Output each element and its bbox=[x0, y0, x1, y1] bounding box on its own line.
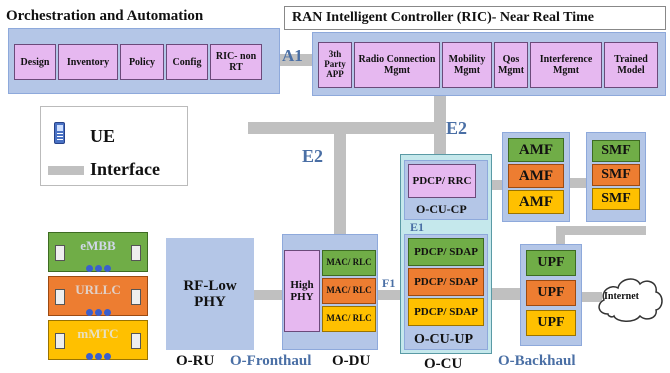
interface-label-f1: F1 bbox=[382, 276, 396, 290]
slice-embb[interactable]: eMBB bbox=[48, 232, 148, 272]
pdcp-sdap-green[interactable]: PDCP/ SDAP bbox=[408, 238, 484, 266]
ric-item-qos[interactable]: Qos Mgmt bbox=[494, 42, 528, 88]
interface-label-e1: E1 bbox=[410, 220, 425, 234]
interface-label-e2-left: E2 bbox=[302, 146, 324, 166]
ue-dots bbox=[49, 347, 147, 365]
label-o-cu-cp: O-CU-CP bbox=[416, 202, 467, 216]
amf-orange[interactable]: AMF bbox=[508, 164, 564, 188]
slice-embb-label: eMBB bbox=[80, 238, 116, 253]
link-ru-du bbox=[254, 290, 284, 300]
link-upf-internet bbox=[582, 292, 602, 302]
orchestration-title: Orchestration and Automation bbox=[6, 8, 204, 24]
legend-interface-swatch bbox=[48, 166, 84, 175]
amf-green[interactable]: AMF bbox=[508, 138, 564, 162]
rf-low-phy-box[interactable]: RF-Low PHY bbox=[166, 238, 254, 350]
label-o-fronthaul: O-Fronthaul bbox=[230, 353, 312, 369]
label-o-du: O-DU bbox=[332, 353, 371, 369]
slice-mmtc[interactable]: mMTC bbox=[48, 320, 148, 360]
smf-yellow[interactable]: SMF bbox=[592, 188, 640, 210]
link-e2-down bbox=[334, 128, 346, 236]
label-o-backhaul: O-Backhaul bbox=[498, 353, 576, 369]
link-smf-upf bbox=[556, 226, 646, 235]
ric-item-radio-connection[interactable]: Radio Connection Mgmt bbox=[354, 42, 440, 88]
link-cp-amf bbox=[488, 180, 502, 190]
ric-item-trained-model[interactable]: Trained Model bbox=[604, 42, 658, 88]
upf-green[interactable]: UPF bbox=[526, 250, 576, 276]
high-phy-box[interactable]: High PHY bbox=[284, 250, 320, 332]
label-o-ru: O-RU bbox=[176, 353, 215, 369]
mac-rlc-green[interactable]: MAC/ RLC bbox=[322, 250, 376, 276]
ue-dots bbox=[49, 303, 147, 321]
slice-urllc-label: URLLC bbox=[75, 282, 121, 297]
orchestration-item-inventory[interactable]: Inventory bbox=[58, 44, 118, 80]
link-a1 bbox=[280, 54, 316, 66]
orchestration-item-policy[interactable]: Policy bbox=[120, 44, 164, 80]
pdcp-rrc-box[interactable]: PDCP/ RRC bbox=[408, 164, 476, 198]
link-smf-upf-vert bbox=[556, 226, 565, 246]
smf-orange[interactable]: SMF bbox=[592, 164, 640, 186]
internet-label: Internet bbox=[604, 291, 639, 302]
ric-item-3rd-party-app[interactable]: 3th Party APP bbox=[318, 42, 352, 88]
slice-mmtc-label: mMTC bbox=[77, 326, 119, 341]
slice-urllc[interactable]: URLLC bbox=[48, 276, 148, 316]
ric-item-interference[interactable]: Interference Mgmt bbox=[530, 42, 602, 88]
legend-interface-label: Interface bbox=[90, 159, 160, 179]
orchestration-item-config[interactable]: Config bbox=[166, 44, 208, 80]
ric-title-box bbox=[284, 6, 666, 30]
amf-yellow[interactable]: AMF bbox=[508, 190, 564, 214]
phone-icon bbox=[54, 122, 65, 144]
ric-item-mobility[interactable]: Mobility Mgmt bbox=[442, 42, 492, 88]
link-e2-horizontal bbox=[248, 122, 446, 134]
orchestration-item-design[interactable]: Design bbox=[14, 44, 56, 80]
interface-label-a1: A1 bbox=[282, 46, 303, 65]
ric-title: RAN Intelligent Controller (RIC)- Near R… bbox=[292, 10, 594, 25]
upf-orange[interactable]: UPF bbox=[526, 280, 576, 306]
upf-yellow[interactable]: UPF bbox=[526, 310, 576, 336]
legend-ue-label: UE bbox=[90, 126, 116, 146]
link-du-cu bbox=[378, 290, 406, 300]
mac-rlc-orange[interactable]: MAC/ RLC bbox=[322, 278, 376, 304]
link-cu-upf bbox=[488, 288, 522, 300]
pdcp-sdap-orange[interactable]: PDCP/ SDAP bbox=[408, 268, 484, 296]
smf-green[interactable]: SMF bbox=[592, 140, 640, 162]
label-o-cu: O-CU bbox=[424, 356, 463, 372]
label-o-cu-up: O-CU-UP bbox=[414, 332, 474, 347]
cloud-icon[interactable] bbox=[594, 270, 666, 326]
ue-dots bbox=[49, 259, 147, 277]
link-amf-smf bbox=[570, 178, 586, 188]
orchestration-item-ric-non-rt[interactable]: RIC- non RT bbox=[210, 44, 262, 80]
mac-rlc-yellow[interactable]: MAC/ RLC bbox=[322, 306, 376, 332]
pdcp-sdap-yellow[interactable]: PDCP/ SDAP bbox=[408, 298, 484, 326]
interface-label-e2-top: E2 bbox=[446, 118, 468, 138]
